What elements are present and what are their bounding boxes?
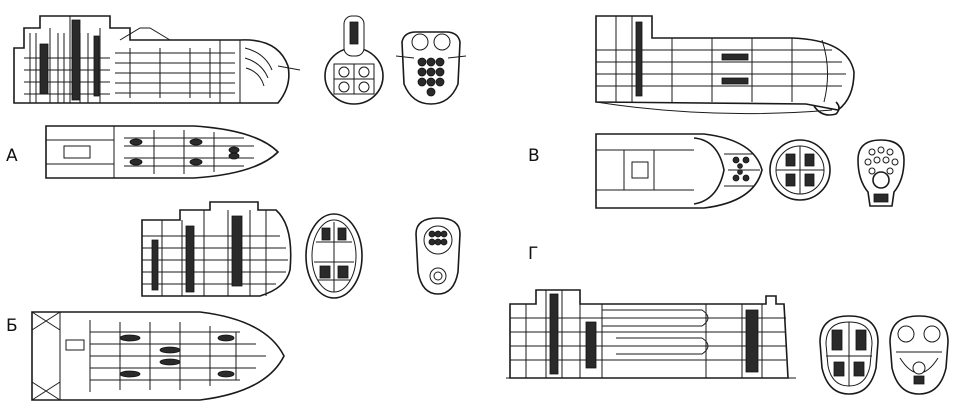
variant-g-side-view — [506, 282, 796, 388]
variant-a-plan-view — [44, 124, 280, 180]
variant-label-a: А — [6, 146, 18, 166]
variant-a-side-view — [10, 8, 300, 108]
variant-b-plan-view — [30, 310, 286, 402]
variant-v-section-2 — [852, 136, 910, 212]
variant-label-g: Г — [528, 244, 539, 264]
variant-g-section-2 — [886, 312, 952, 398]
variant-a-section-1 — [322, 14, 386, 106]
variant-label-v: В — [528, 146, 540, 166]
variant-v-plan-view — [594, 132, 764, 210]
variant-v-side-view — [592, 10, 862, 128]
variant-b-side-view — [140, 196, 296, 300]
variant-b-section-2 — [410, 214, 466, 298]
variant-v-section-1 — [768, 138, 832, 202]
variant-g-section-1 — [816, 312, 882, 398]
variant-a-section-2 — [396, 28, 466, 106]
variant-b-section-1 — [302, 212, 366, 300]
variant-label-b: Б — [6, 316, 18, 336]
